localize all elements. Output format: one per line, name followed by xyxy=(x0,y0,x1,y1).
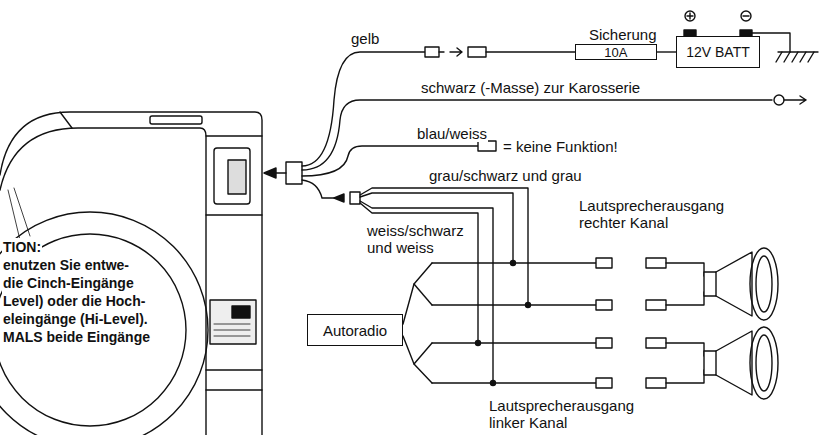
fuse-heading: Sicherung xyxy=(575,26,657,44)
channel-label: Lautsprecherausgang rechter Kanal xyxy=(578,197,755,231)
radio-outputs xyxy=(403,263,432,383)
subwoofer-housing xyxy=(0,112,262,435)
wire-color: blau/weiss xyxy=(416,125,488,142)
wire-connector xyxy=(657,52,676,53)
caution-text: enutzen Sie entwe- xyxy=(2,256,130,274)
caution-text: TION: xyxy=(2,238,42,256)
wire-color: schwarz (-Masse) zur Karosserie xyxy=(420,79,641,96)
speaker-right xyxy=(704,248,778,320)
radio-node: Autoradio xyxy=(307,314,403,346)
battery-text: 12V BATT xyxy=(686,44,750,60)
battery-box: 12V BATT xyxy=(676,36,760,68)
radio-text: Autoradio xyxy=(323,322,387,339)
battery-node: 12V BATT xyxy=(676,36,760,68)
wire-color: weiss/schwarz und weiss xyxy=(366,222,468,256)
speaker-left xyxy=(704,327,778,399)
caution-text: Level) oder die Hoch- xyxy=(2,292,146,310)
caution-text: die Cinch-Eingänge xyxy=(2,274,135,292)
fuse-node: Sicherung10A xyxy=(575,26,657,60)
fuse-rating: 10A xyxy=(604,45,627,60)
speaker-wires xyxy=(432,258,704,388)
caution-text: eleingänge (Hi-Level). xyxy=(2,310,149,328)
speaker-plug xyxy=(302,180,531,386)
radio-box: Autoradio xyxy=(307,314,403,346)
ground-wire xyxy=(302,95,806,170)
wire-color: gelb xyxy=(350,30,380,47)
fuse-box: 10A xyxy=(575,44,657,60)
channel-label: Lautsprecherausgang linker Kanal xyxy=(488,397,665,431)
harness-plug xyxy=(264,162,302,184)
wire-color: grau/schwarz und grau xyxy=(428,167,583,184)
caution-text: MALS beide Eingänge xyxy=(2,328,151,346)
note: = keine Funktion! xyxy=(502,138,619,155)
